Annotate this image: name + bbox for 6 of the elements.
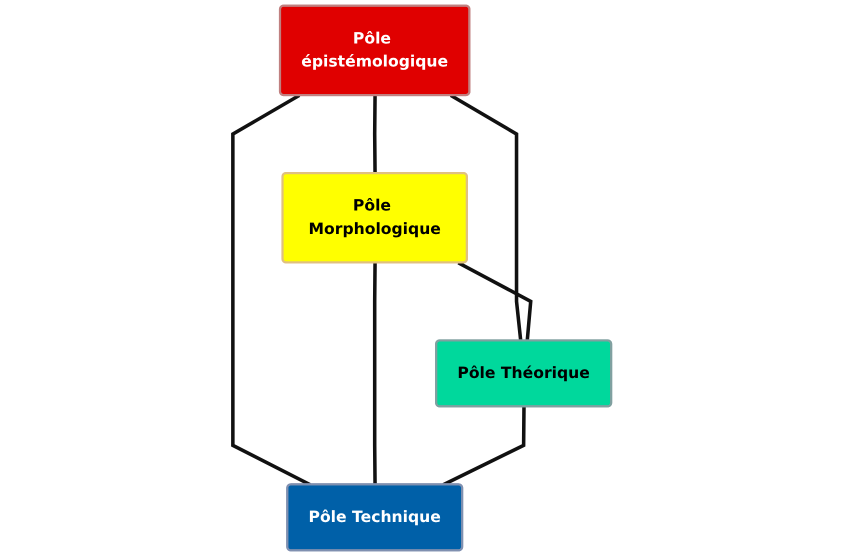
connector (442, 406, 526, 486)
connector (450, 94, 522, 341)
connector (458, 261, 533, 341)
connector (372, 262, 377, 485)
connector (372, 95, 377, 174)
connector (231, 94, 311, 486)
